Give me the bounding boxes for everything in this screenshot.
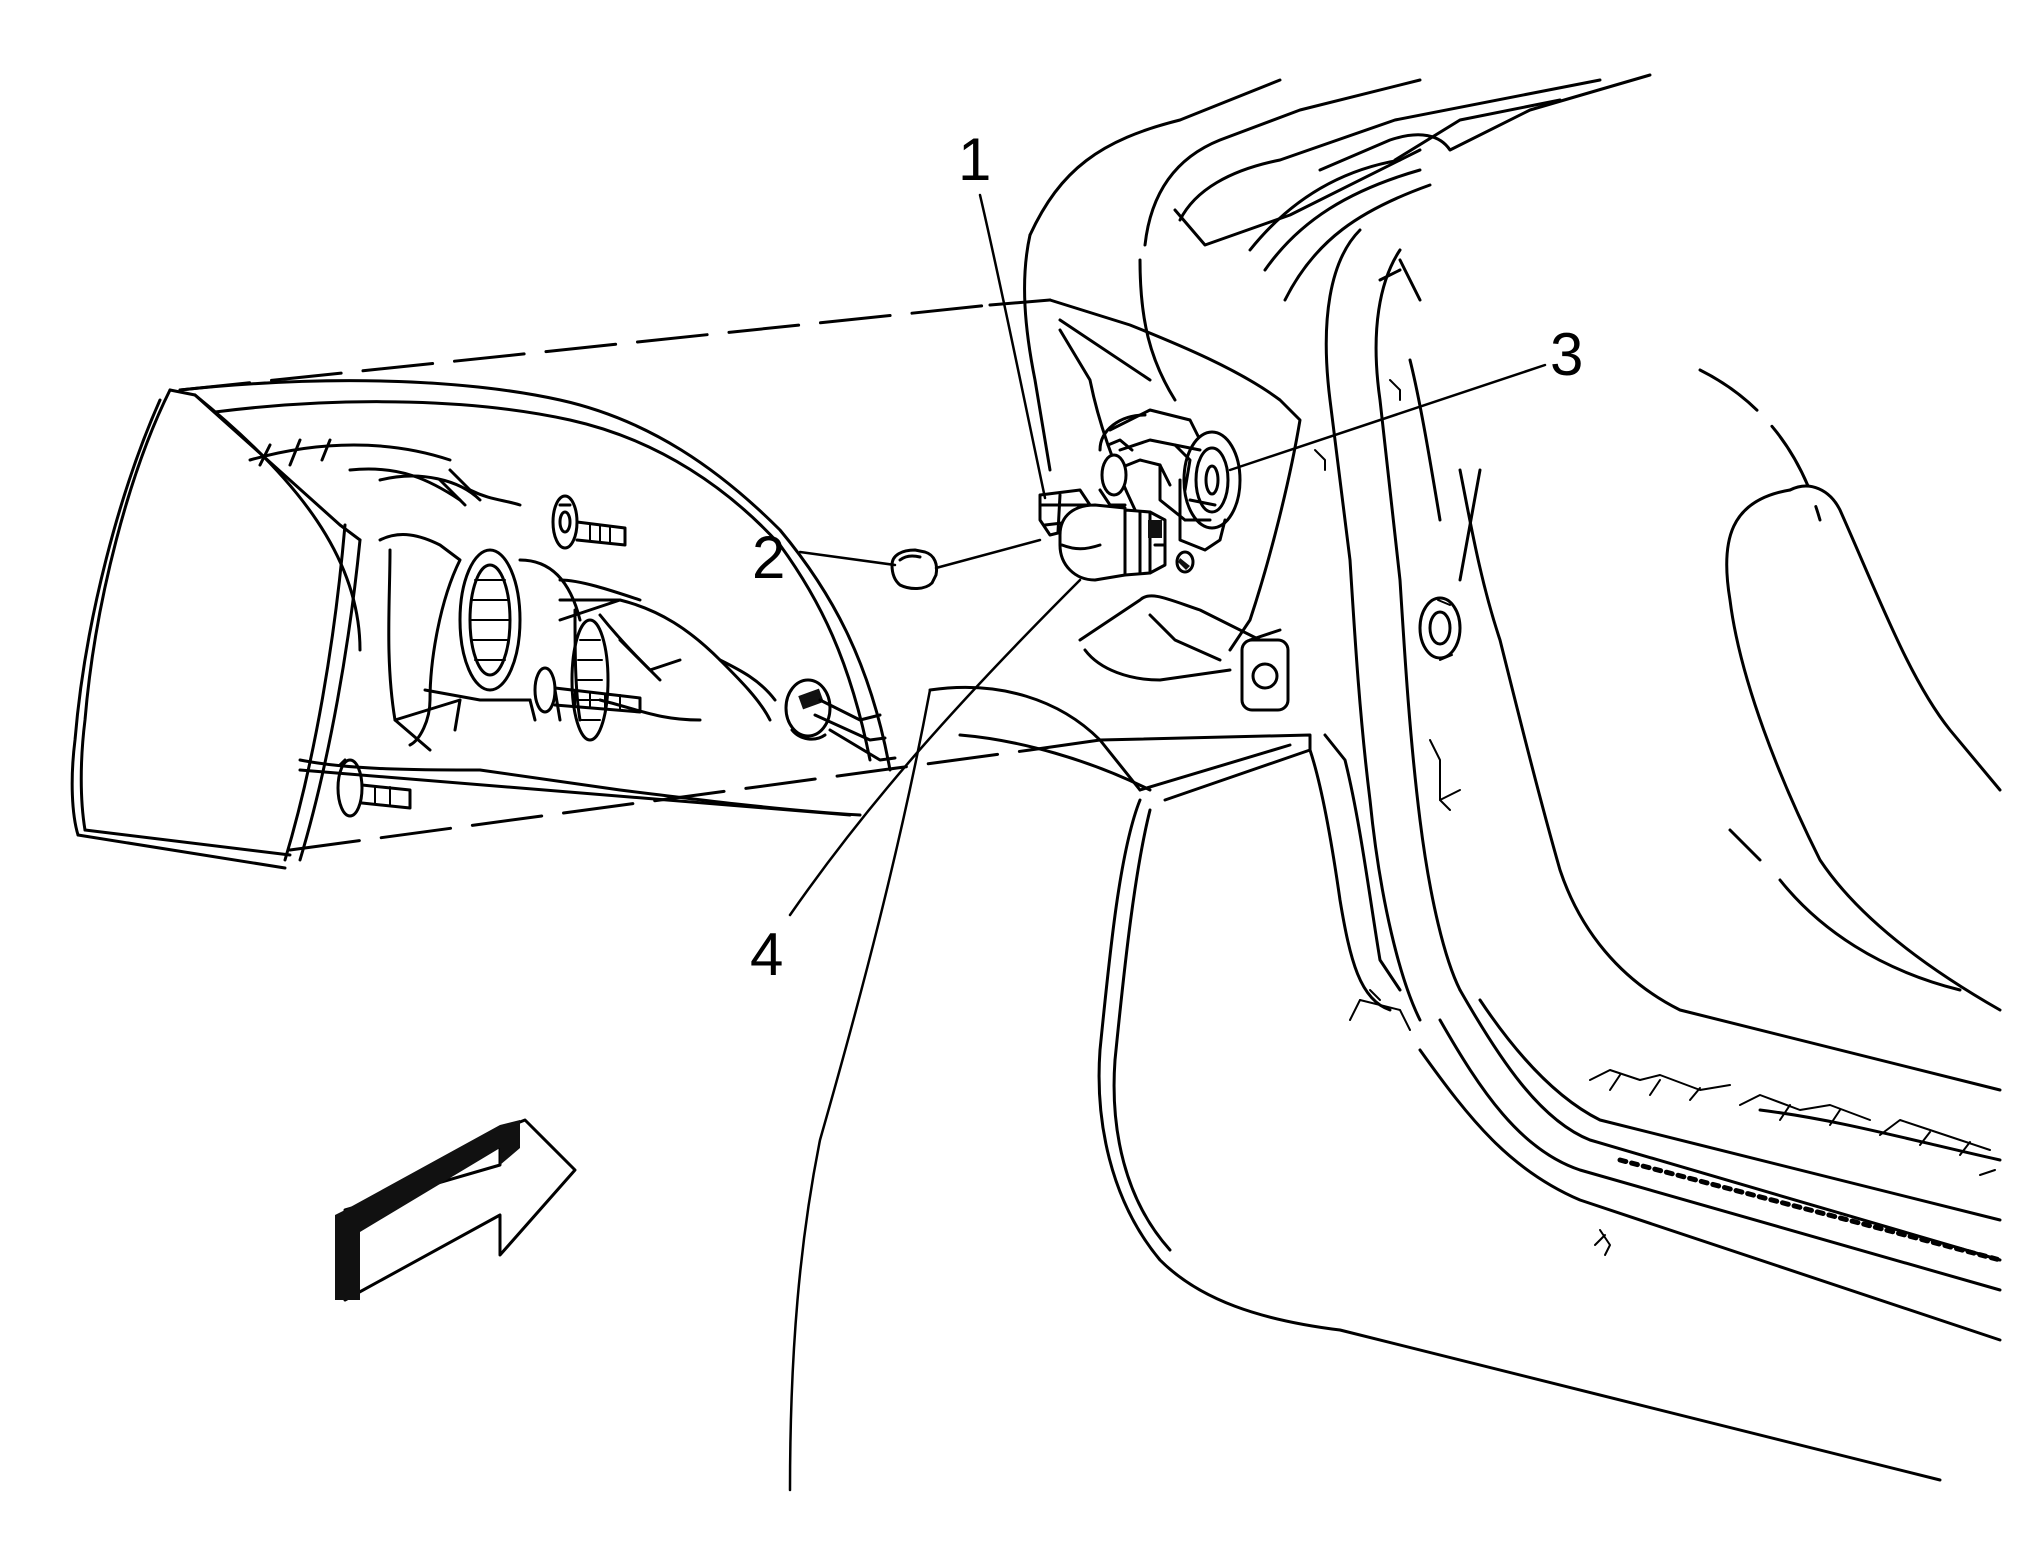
housing-stud-middle bbox=[533, 666, 642, 714]
leader-line-1 bbox=[978, 193, 1047, 500]
callout-4: 4 bbox=[750, 921, 783, 988]
bulb-socket bbox=[1098, 408, 1242, 574]
view-direction-arrow bbox=[335, 1118, 577, 1302]
lamp-wiring-connector bbox=[784, 678, 897, 762]
housing-stud-upper bbox=[551, 494, 627, 550]
leader-lines bbox=[788, 193, 1547, 1492]
callout-2: 2 bbox=[752, 524, 785, 591]
leader-line-4 bbox=[788, 578, 1082, 917]
leader-line-3 bbox=[1228, 363, 1547, 472]
vehicle-rear-quarter-panel bbox=[928, 73, 2003, 1482]
bulb-seal-part bbox=[890, 548, 939, 590]
callout-3: 3 bbox=[1550, 321, 1583, 388]
callout-1: 1 bbox=[958, 126, 991, 193]
tail-lamp-assembly bbox=[70, 379, 897, 870]
leader-line-2 bbox=[798, 550, 897, 567]
leader-line-2b bbox=[934, 538, 1042, 570]
tail-lamp-bulb bbox=[1058, 503, 1167, 582]
